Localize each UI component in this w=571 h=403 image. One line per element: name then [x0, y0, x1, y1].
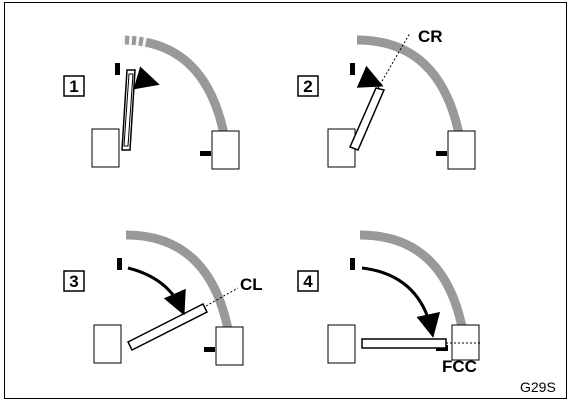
panel-label: CR — [418, 27, 443, 46]
detent-mark — [350, 63, 355, 75]
panel-label: CL — [240, 275, 263, 294]
panel-number: 4 — [303, 272, 313, 291]
stalk-base-block — [91, 128, 120, 168]
lever — [126, 302, 209, 352]
stop-mark — [204, 347, 215, 352]
lever-inner — [123, 73, 134, 147]
panel-2: 2 CR — [297, 27, 476, 170]
panel-4: 4 FCC — [297, 230, 482, 376]
panel-1: 1 — [63, 35, 240, 170]
gauge-block — [215, 326, 244, 366]
panel-number-box — [63, 75, 85, 97]
cr-guide-line — [377, 32, 411, 89]
panel-number: 2 — [303, 77, 312, 96]
stalk-base-block — [327, 128, 356, 168]
lever — [361, 338, 447, 349]
panel-number: 3 — [69, 272, 78, 291]
panel-3: 3 CL — [63, 230, 263, 366]
lever — [348, 87, 386, 151]
figure-code: G29S — [520, 379, 556, 395]
detent-mark — [350, 258, 355, 270]
rotate-arrow — [361, 266, 441, 338]
panel-number-box — [63, 270, 85, 292]
gauge-block — [447, 130, 476, 170]
panel-number: 1 — [69, 77, 78, 96]
panel-label: FCC — [442, 357, 477, 376]
gauge-block — [211, 130, 240, 170]
push-arrow — [356, 65, 384, 88]
stalk-base-block — [327, 324, 356, 364]
stop-mark — [436, 151, 447, 156]
detent-mark — [117, 258, 122, 270]
panel-number-box — [297, 270, 319, 292]
panel-number-box — [297, 75, 319, 97]
stop-mark — [200, 151, 211, 156]
stalk-base-block — [93, 324, 122, 364]
rotate-arrow — [127, 266, 186, 316]
detent-mark — [115, 63, 120, 75]
push-arrow — [133, 66, 160, 90]
